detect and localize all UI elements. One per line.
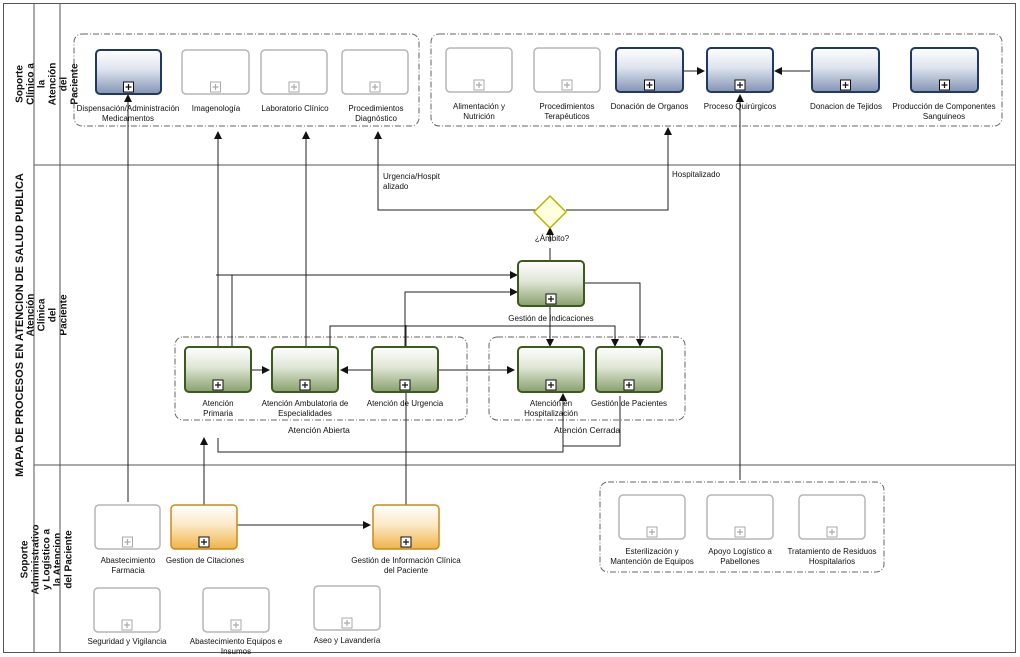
group-soporte-apoyo	[599, 481, 885, 573]
label-abastecimiento-equipos: Abastecimiento Equipos e Insumos	[189, 637, 283, 656]
flow-indicaciones-to-pacientes	[584, 282, 644, 347]
plus-icon	[737, 82, 743, 88]
task-gestion-info-clinica[interactable]	[372, 504, 440, 550]
flow-gateway-to-diagnostico	[374, 131, 536, 211]
plus-icon	[403, 539, 409, 545]
label-group-atencion-cerrada: Atención Cerrada	[554, 425, 621, 435]
plus-icon	[215, 382, 221, 388]
expand-markers	[121, 79, 950, 631]
label-apoyo-logistico: Apoyo Logístico a Pabellones	[708, 547, 772, 566]
label-gateway-ambito: ¿Ámbito?	[534, 234, 570, 243]
label-atencion-ambulatoria: Atención Ambulatoria de Especialidades	[261, 399, 349, 418]
label-tratamiento-residuos: Tratamiento de Residuos Hospitalarios	[787, 547, 877, 566]
plus-icon	[649, 529, 655, 535]
label-aseo-lavanderia: Aseo y Lavandería	[313, 636, 381, 645]
task-apoyo-logistico[interactable]	[706, 494, 774, 540]
task-alimentacion[interactable]	[445, 47, 513, 93]
flow-gateway-to-donacion	[566, 127, 672, 211]
task-gestion-pacientes[interactable]	[595, 346, 663, 393]
gateway-ambito[interactable]	[532, 194, 568, 230]
label-gestion-info-clinica: Gestión de Información Clínica del Pacie…	[351, 556, 461, 575]
label-abastecimiento-farmacia: Abastecimiento Farmacia	[100, 556, 156, 575]
label-procedimientos-terap: Procedimientos Terapéuticos	[539, 102, 595, 121]
plus-icon	[548, 382, 554, 388]
label-atencion-primaria: Atención Primaria	[202, 399, 234, 418]
plus-icon	[201, 539, 207, 545]
plus-icon	[402, 382, 408, 388]
task-proceso-quirurgico[interactable]	[706, 47, 774, 93]
label-dispensacion: Dispensación/Administración Medicamentos	[76, 104, 180, 123]
label-seguridad-vigilancia: Seguridad y Vigilancia	[87, 637, 167, 646]
plus-icon	[626, 382, 632, 388]
task-shapes	[93, 47, 979, 633]
task-gestion-indicaciones[interactable]	[517, 260, 585, 307]
task-gestion-citaciones[interactable]	[170, 504, 238, 550]
task-atencion-primaria[interactable]	[184, 346, 252, 393]
task-atencion-urgencia[interactable]	[371, 346, 439, 393]
group-soporte-clinico-left	[73, 33, 420, 127]
label-donacion-organos: Donación de Organos	[610, 102, 689, 111]
label-gestion-indicaciones: Gestión de Indicaciones	[508, 314, 594, 323]
label-group-atencion-abierta: Atención Abierta	[288, 425, 350, 435]
label-proceso-quirurgico: Proceso Quirúrgicos	[703, 102, 777, 111]
plus-icon	[212, 84, 219, 90]
label-esterilizacion: Esterilización y Mantención de Equipos	[610, 547, 694, 566]
plus-icon	[302, 382, 308, 388]
plus-icon	[564, 82, 570, 88]
plus-icon	[291, 84, 297, 90]
task-aseo-lavanderia[interactable]	[313, 585, 381, 631]
task-procedimientos-terap[interactable]	[533, 47, 601, 93]
task-atencion-hospitalizacion[interactable]	[517, 346, 585, 393]
label-flow-hospitalizado: Hospitalizado	[672, 170, 721, 179]
task-esterilizacion[interactable]	[618, 494, 686, 540]
plus-icon	[842, 82, 849, 88]
plus-icon	[548, 296, 554, 302]
pool-frame	[3, 3, 1016, 653]
plus-icon	[344, 620, 350, 626]
label-produccion-sanguineos: Producción de Componentes Sanguineos	[892, 102, 996, 121]
flow-hospitalizacion-to-pacientes	[562, 396, 621, 447]
label-atencion-urgencia: Atención de Urgencia	[366, 399, 444, 408]
task-tratamiento-residuos[interactable]	[798, 494, 866, 540]
label-gestion-pacientes: Gestión de Pacientes	[590, 399, 668, 408]
task-dispensacion[interactable]	[95, 49, 162, 95]
label-gestion-citaciones: Gestion de Citaciones	[165, 556, 245, 565]
plus-icon	[124, 622, 130, 628]
group-soporte-clinico-right	[430, 33, 1003, 127]
task-donacion-tejidos[interactable]	[811, 47, 880, 93]
task-imagenologia[interactable]	[181, 49, 250, 95]
flow-ambulatoria-to-pacientes	[329, 325, 619, 347]
task-laboratorio[interactable]	[260, 49, 328, 95]
plus-icon	[233, 622, 239, 628]
label-laboratorio: Laboratorio Clínico	[261, 104, 329, 113]
task-seguridad-vigilancia[interactable]	[93, 587, 161, 633]
task-donacion-organos[interactable]	[615, 47, 684, 93]
group-atencion-abierta	[174, 336, 468, 421]
label-donacion-tejidos: Donacion de Tejidos	[810, 102, 882, 111]
label-flow-urgencia-hosp: Urgencia/Hospitalizado	[383, 172, 440, 191]
plus-icon	[476, 82, 482, 88]
label-alimentacion: Alimentación y Nutrición	[452, 102, 506, 121]
label-procedimientos-diag: Procedimientos Diagnóstico	[348, 104, 404, 123]
plus-icon	[646, 82, 653, 88]
flow-urgencia-to-indicaciones	[404, 288, 518, 346]
task-abastecimiento-farmacia[interactable]	[94, 504, 161, 550]
plus-icon	[125, 84, 132, 90]
group-atencion-cerrada	[488, 336, 686, 421]
plus-icon	[941, 82, 948, 88]
plus-icon	[829, 529, 835, 535]
label-imagenologia: Imagenología	[191, 104, 241, 113]
task-abastecimiento-equipos[interactable]	[202, 587, 270, 633]
plus-icon	[372, 84, 378, 90]
flow-primaria-to-hospitalizacion	[217, 393, 567, 453]
task-procedimientos-diag[interactable]	[341, 49, 409, 95]
plus-icon	[737, 529, 743, 535]
label-atencion-hospitalizacion: Atención en Hospitalización	[524, 399, 578, 418]
task-produccion-sanguineos[interactable]	[910, 47, 979, 93]
plus-icon	[124, 539, 131, 545]
task-atencion-ambulatoria[interactable]	[271, 346, 339, 393]
